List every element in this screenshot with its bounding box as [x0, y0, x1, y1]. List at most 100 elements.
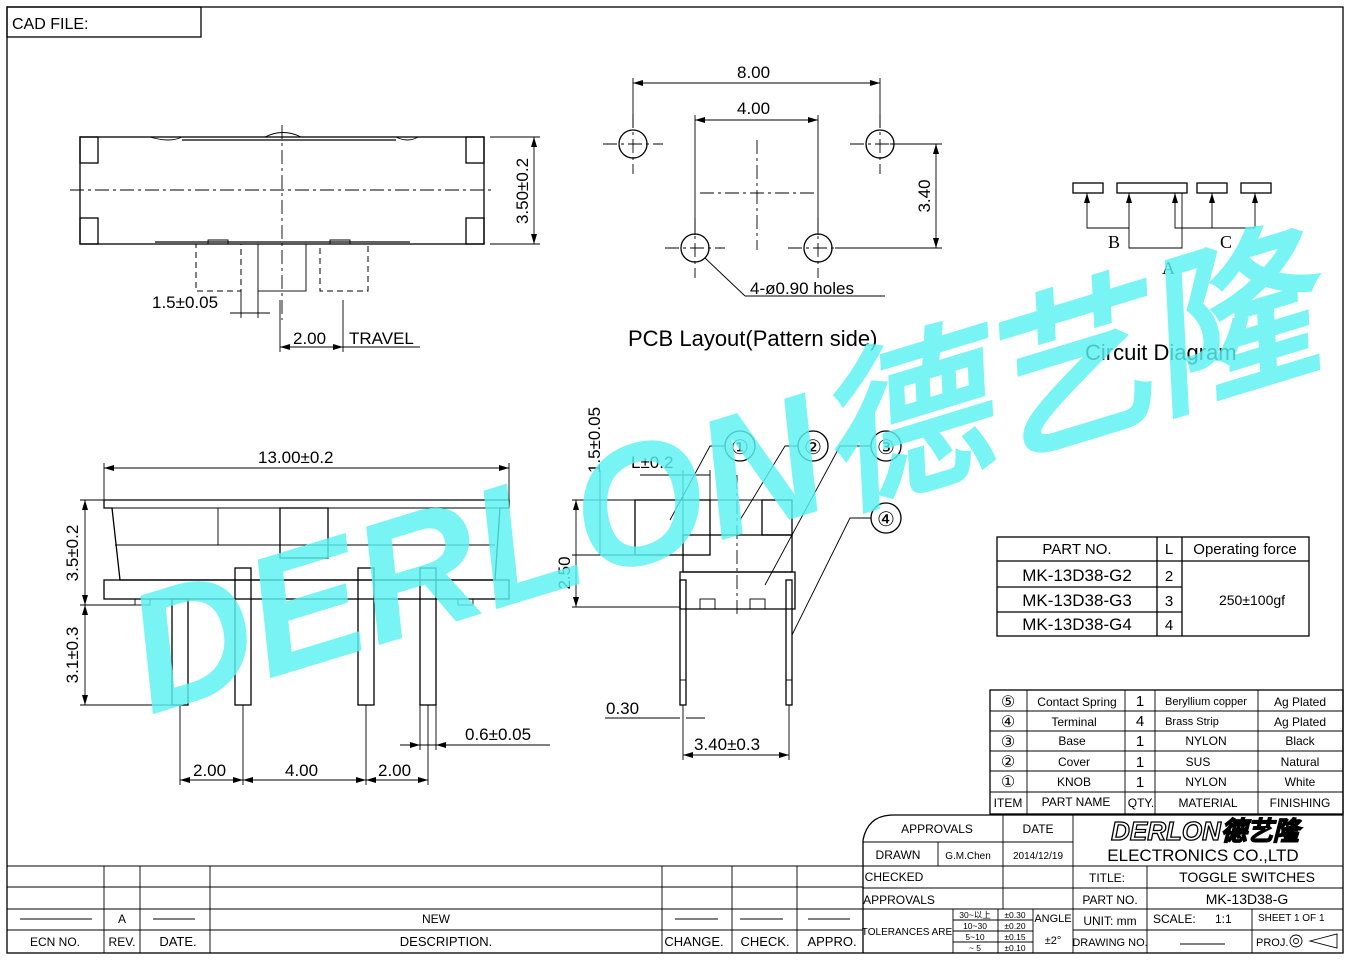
bom-name-3: Base	[1058, 734, 1086, 748]
tb-tol-range-1: 30~以上	[959, 910, 991, 920]
dim-side-pin-thickness: 0.30	[606, 699, 639, 718]
dim-front-length: 13.00±0.2	[258, 448, 334, 467]
company-logo: DERLON德艺隆	[1111, 816, 1303, 846]
bom-table: ⑤ Contact Spring 1 Beryllium copper Ag P…	[989, 689, 1344, 815]
circuit-label-c: C	[1220, 232, 1232, 252]
dim-pcb-vertical: 3.40	[915, 179, 934, 212]
tb-scale: SCALE:	[1153, 912, 1196, 926]
rev-header-date: DATE.	[159, 934, 196, 949]
bom-name-2: Cover	[1058, 755, 1090, 769]
bom-finish-2: Natural	[1281, 755, 1320, 769]
callout-4: ④	[877, 509, 895, 531]
bom-header-qty: QTY.	[1128, 796, 1154, 810]
table-header-l: L	[1165, 541, 1173, 558]
tb-tol-range-4: ~ 5	[969, 943, 981, 953]
tb-title-value: TOGGLE SWITCHES	[1179, 869, 1315, 885]
dim-front-pitch-right: 2.00	[378, 761, 411, 780]
bom-material-4: Brass Strip	[1165, 716, 1219, 728]
callout-2: ②	[804, 437, 822, 459]
circuit-label-b: B	[1108, 232, 1120, 252]
dim-side-knob-l: L±0.2	[631, 453, 673, 472]
cad-file-box	[6, 6, 202, 38]
rev-header-ecn: ECN NO.	[30, 935, 80, 949]
bom-finish-1: White	[1285, 775, 1316, 789]
revision-block: A NEW ECN NO. REV. DATE. DESCRIPTION. CH…	[7, 865, 863, 953]
bom-material-1: NYLON	[1185, 775, 1226, 789]
tb-angle-value: ±2°	[1045, 935, 1062, 947]
table-part-g3: MK-13D38-G3	[1022, 591, 1132, 610]
tb-scale-value: 1:1	[1215, 912, 1232, 926]
cad-file-label: CAD FILE:	[12, 16, 88, 33]
tb-drawing-no: DRAWING NO.	[1072, 937, 1147, 949]
bom-finish-5: Ag Plated	[1274, 695, 1326, 709]
tb-tol-range-2: 10~30	[963, 921, 987, 931]
rev-header-change: CHANGE.	[664, 934, 723, 949]
bom-qty-2: 1	[1136, 754, 1144, 771]
circuit-diagram: B C A Circuit Diagram	[1072, 182, 1272, 365]
table-part-g2: MK-13D38-G2	[1022, 566, 1132, 585]
tb-unit: UNIT: mm	[1083, 914, 1136, 928]
watermark-text: DERLON德艺隆	[105, 203, 1350, 750]
bom-item-5: ⑤	[1001, 694, 1015, 711]
tb-drawn-by: G.M.Chen	[945, 851, 991, 862]
tb-tol-value-4: ±0.10	[1004, 943, 1025, 953]
top-view: 3.50±0.2 1.5±0.05 2.00 TRAVEL	[70, 125, 540, 352]
bom-material-3: NYLON	[1185, 734, 1226, 748]
bom-qty-3: 1	[1136, 733, 1144, 750]
bom-material-2: SUS	[1186, 755, 1211, 769]
bom-name-4: Terminal	[1051, 715, 1096, 729]
table-part-g4: MK-13D38-G4	[1022, 615, 1132, 634]
table-header-force: Operating force	[1193, 541, 1296, 558]
dim-pcb-outer: 8.00	[737, 63, 770, 82]
bom-qty-4: 4	[1136, 713, 1144, 730]
tb-approvals: APPROVALS	[901, 822, 973, 836]
dim-travel: 2.00	[293, 329, 326, 348]
dim-side-height: 2.50	[555, 556, 574, 589]
tb-drawn: DRAWN	[876, 848, 921, 862]
bom-item-2: ②	[1001, 754, 1015, 771]
bom-item-3: ③	[1001, 734, 1015, 751]
title-block: APPROVALS DATE DRAWN G.M.Chen 2014/12/19…	[862, 814, 1343, 953]
tb-part-no-label: PART NO.	[1082, 893, 1137, 907]
pcb-holes-label: 4-ø0.90 holes	[750, 279, 854, 298]
part-number-table: PART NO. L Operating force MK-13D38-G2 2…	[996, 536, 1310, 637]
tb-title-label: TITLE:	[1089, 871, 1125, 885]
circuit-label-a: A	[1162, 258, 1175, 278]
rev-header-description: DESCRIPTION.	[400, 934, 492, 949]
tb-tolerances: TOLERANCES ARE	[862, 927, 953, 938]
dim-front-pin-width: 0.6±0.05	[465, 725, 531, 744]
company-name: ELECTRONICS CO.,LTD	[1107, 846, 1298, 865]
front-view: 13.00±0.2 3.5±0.2 3.1±0.3 2.00 4.00 2.00	[63, 448, 550, 785]
table-l-g4: 4	[1165, 617, 1173, 634]
tb-date: DATE	[1022, 822, 1053, 836]
pcb-layout-title: PCB Layout(Pattern side)	[628, 326, 877, 351]
bom-header-finishing: FINISHING	[1270, 796, 1331, 810]
pcb-layout: 8.00 4.00 3.40 4-ø0.90 holes PCB Layout(…	[603, 63, 942, 351]
bom-name-5: Contact Spring	[1037, 695, 1116, 709]
side-view: 1.5±0.05 2.50 L±0.2 0.30 3.40±0.3 ① ② ③ …	[555, 407, 902, 760]
table-l-g2: 2	[1165, 568, 1173, 585]
watermark: DERLON德艺隆	[105, 203, 1350, 750]
table-l-g3: 3	[1165, 593, 1173, 610]
tb-proj: PROJ.	[1256, 937, 1288, 949]
tb-approvals-2: APPROVALS	[863, 893, 935, 907]
dim-pcb-inner: 4.00	[737, 99, 770, 118]
tb-drawn-date: 2014/12/19	[1013, 851, 1063, 862]
table-force-value: 250±100gf	[1219, 592, 1285, 608]
description-value: NEW	[422, 912, 451, 926]
dim-side-knob-height: 1.5±0.05	[585, 407, 604, 473]
dim-front-pitch-mid: 4.00	[285, 761, 318, 780]
bom-qty-5: 1	[1136, 693, 1144, 710]
tb-sheet: SHEET 1 OF 1	[1258, 913, 1325, 924]
tb-part-no-value: MK-13D38-G	[1206, 891, 1288, 907]
callout-1: ①	[731, 437, 749, 459]
bom-item-1: ①	[1001, 774, 1015, 791]
dim-front-pitch-left: 2.00	[193, 761, 226, 780]
table-header-part: PART NO.	[1042, 541, 1111, 558]
rev-header-rev: REV.	[109, 935, 136, 949]
rev-header-check: CHECK.	[740, 934, 789, 949]
dim-top-height: 3.50±0.2	[513, 158, 532, 224]
bom-material-5: Beryllium copper	[1165, 696, 1247, 708]
tb-tol-range-3: 5~10	[965, 932, 984, 942]
